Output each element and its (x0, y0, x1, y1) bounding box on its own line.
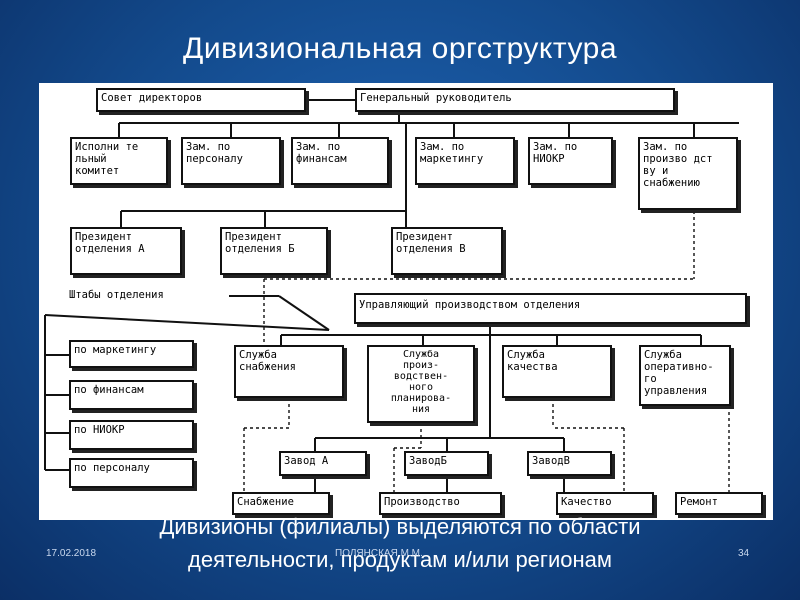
deputy-box: Зам. по маркетингу (415, 137, 515, 185)
board-of-directors-box: Совет директоров (96, 88, 306, 112)
slide-date: 17.02.2018 (46, 548, 97, 559)
division-president-box: Президент отделения А (70, 227, 182, 275)
slide-page-number: 34 (738, 548, 750, 559)
plant-box: ЗаводБ (404, 451, 489, 476)
caption-line-2: деятельности, продуктам и/или регионам (188, 547, 612, 572)
division-hq-label: Штабы отделения (69, 289, 164, 301)
slide-title: Дивизиональная оргструктура (183, 32, 617, 65)
hq-staff-box: по персоналу (69, 458, 194, 488)
hq-staff-box: по маркетингу (69, 340, 194, 368)
service-box: Служба снабжения (234, 345, 344, 398)
connector-lines (44, 99, 739, 492)
service-box: Служба оперативно- го управления (639, 345, 731, 406)
deputy-box: Зам. по произво дст ву и снабжению (638, 137, 738, 210)
division-president-box: Президент отделения Б (220, 227, 328, 275)
deputy-box: Зам. по персоналу (181, 137, 281, 185)
deputy-box: Зам. по финансам (291, 137, 389, 185)
function-box: Качество (556, 492, 654, 515)
deputy-box: Зам. по НИОКР (528, 137, 613, 185)
hq-staff-box: по финансам (69, 380, 194, 410)
caption-line-1: Дивизионы (филиалы) выделяются по област… (159, 514, 641, 539)
plant-box: Завод А (279, 451, 367, 476)
division-president-box: Президент отделения В (391, 227, 503, 275)
slide-author: ПОЛЯНСКАЯ М.М. (335, 548, 423, 559)
service-box: Служба произ- водствен- ного планирова- … (367, 345, 475, 423)
ceo-box: Генеральный руководитель (355, 88, 675, 112)
hq-staff-box: по НИОКР (69, 420, 194, 450)
org-chart-diagram: Совет директоров Генеральный руководител… (39, 83, 773, 520)
service-box: Служба качества (502, 345, 612, 398)
deputy-box: Исполни те льный комитет (70, 137, 168, 185)
function-box: Снабжение (232, 492, 330, 515)
function-box: Производство (379, 492, 502, 515)
function-box: Ремонт (675, 492, 763, 515)
plant-box: ЗаводВ (527, 451, 612, 476)
production-manager-box: Управляющий производством отделения (354, 293, 747, 324)
